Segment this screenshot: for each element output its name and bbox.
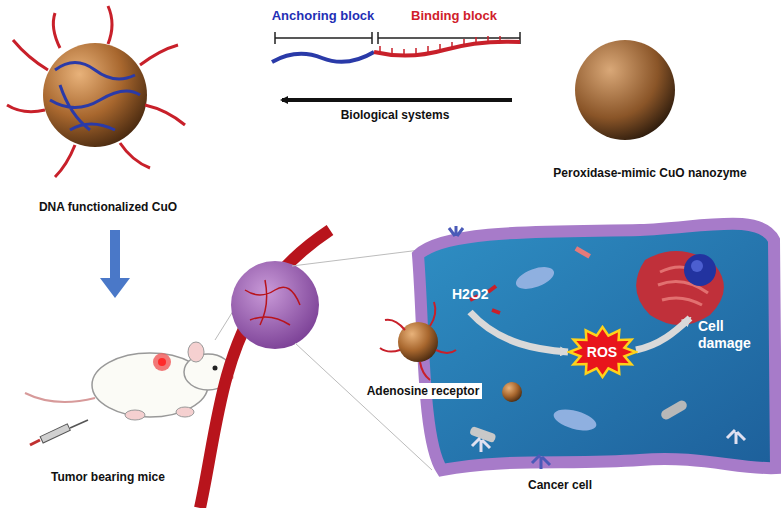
dna-cuo-small (380, 302, 456, 380)
text-label: Cell damage (698, 318, 760, 352)
reaction-arrow (636, 318, 690, 350)
reaction-arrow (470, 312, 568, 352)
mouse (25, 342, 234, 445)
cancer-cell (418, 224, 776, 470)
text-label: Tumor bearing mice (8, 470, 208, 484)
text-label: Cancer cell (495, 478, 625, 492)
text-label: Anchoring block (268, 8, 378, 24)
text-label: Biological systems (310, 108, 480, 122)
process-arrow (282, 98, 512, 102)
step-arrow (100, 230, 130, 298)
dna-cuo (7, 6, 185, 177)
cuo-nanozyme (575, 40, 675, 140)
node-text: ROS (567, 344, 638, 360)
text-label: Binding block (392, 8, 516, 24)
text-label: H2O2 (452, 286, 498, 303)
text-label: Adenosine receptor (348, 384, 498, 398)
ros-burst: ROS (567, 325, 638, 379)
dna-strand (272, 32, 520, 62)
text-label: Peroxidase-mimic CuO nanozyme (525, 166, 775, 180)
tumor (231, 261, 319, 349)
text-label: DNA functionalized CuO (8, 200, 208, 214)
blood-vessel (200, 230, 330, 508)
